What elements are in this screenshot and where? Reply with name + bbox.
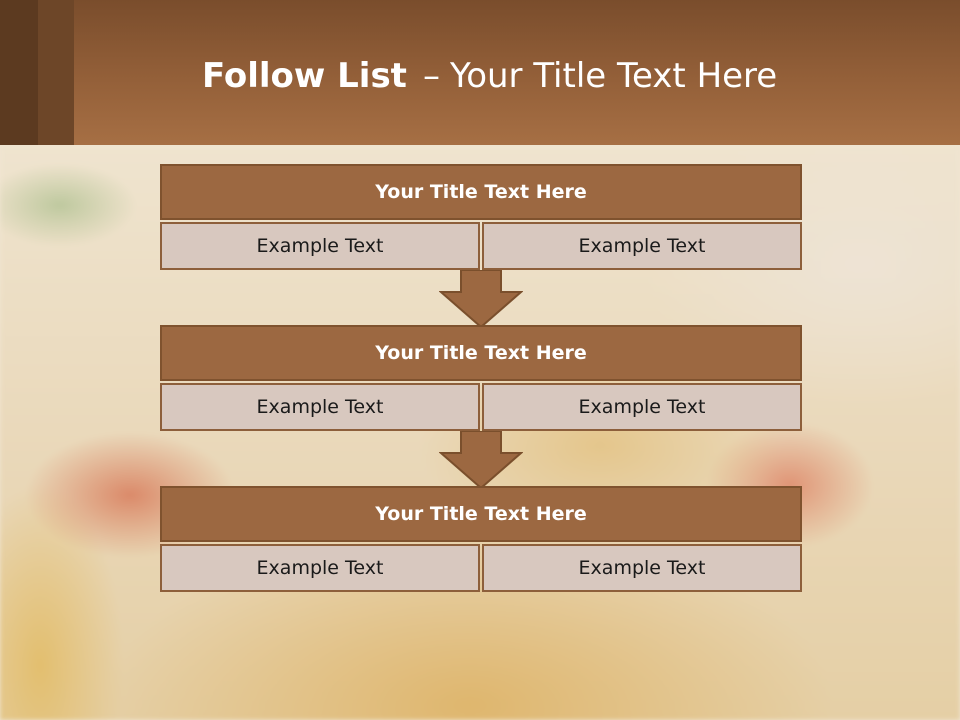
down-arrow-icon xyxy=(439,270,523,328)
slide-title-bold: Follow List xyxy=(202,56,407,96)
slide-title-separator: – xyxy=(422,56,440,96)
step-2-right-cell: Example Text xyxy=(482,383,802,431)
step-1-left-cell: Example Text xyxy=(160,222,480,270)
down-arrow-icon xyxy=(439,431,523,489)
step-3-right-cell: Example Text xyxy=(482,544,802,592)
step-1-right-cell: Example Text xyxy=(482,222,802,270)
slide-title: Follow List–Your Title Text Here xyxy=(202,56,777,96)
step-title-2: Your Title Text Here xyxy=(160,325,802,381)
step-block-2: Your Title Text Here Example Text Exampl… xyxy=(160,325,802,431)
step-title-3: Your Title Text Here xyxy=(160,486,802,542)
slide-title-rest: Your Title Text Here xyxy=(449,56,778,96)
step-row-1: Example Text Example Text xyxy=(160,222,802,270)
step-3-left-cell: Example Text xyxy=(160,544,480,592)
title-banner: Follow List–Your Title Text Here xyxy=(0,0,960,145)
step-row-2: Example Text Example Text xyxy=(160,383,802,431)
step-block-1: Your Title Text Here Example Text Exampl… xyxy=(160,164,802,270)
step-block-3: Your Title Text Here Example Text Exampl… xyxy=(160,486,802,592)
step-row-3: Example Text Example Text xyxy=(160,544,802,592)
banner-stripe-dark xyxy=(0,0,38,145)
step-2-left-cell: Example Text xyxy=(160,383,480,431)
step-title-1: Your Title Text Here xyxy=(160,164,802,220)
banner-stripe-medium xyxy=(38,0,74,145)
